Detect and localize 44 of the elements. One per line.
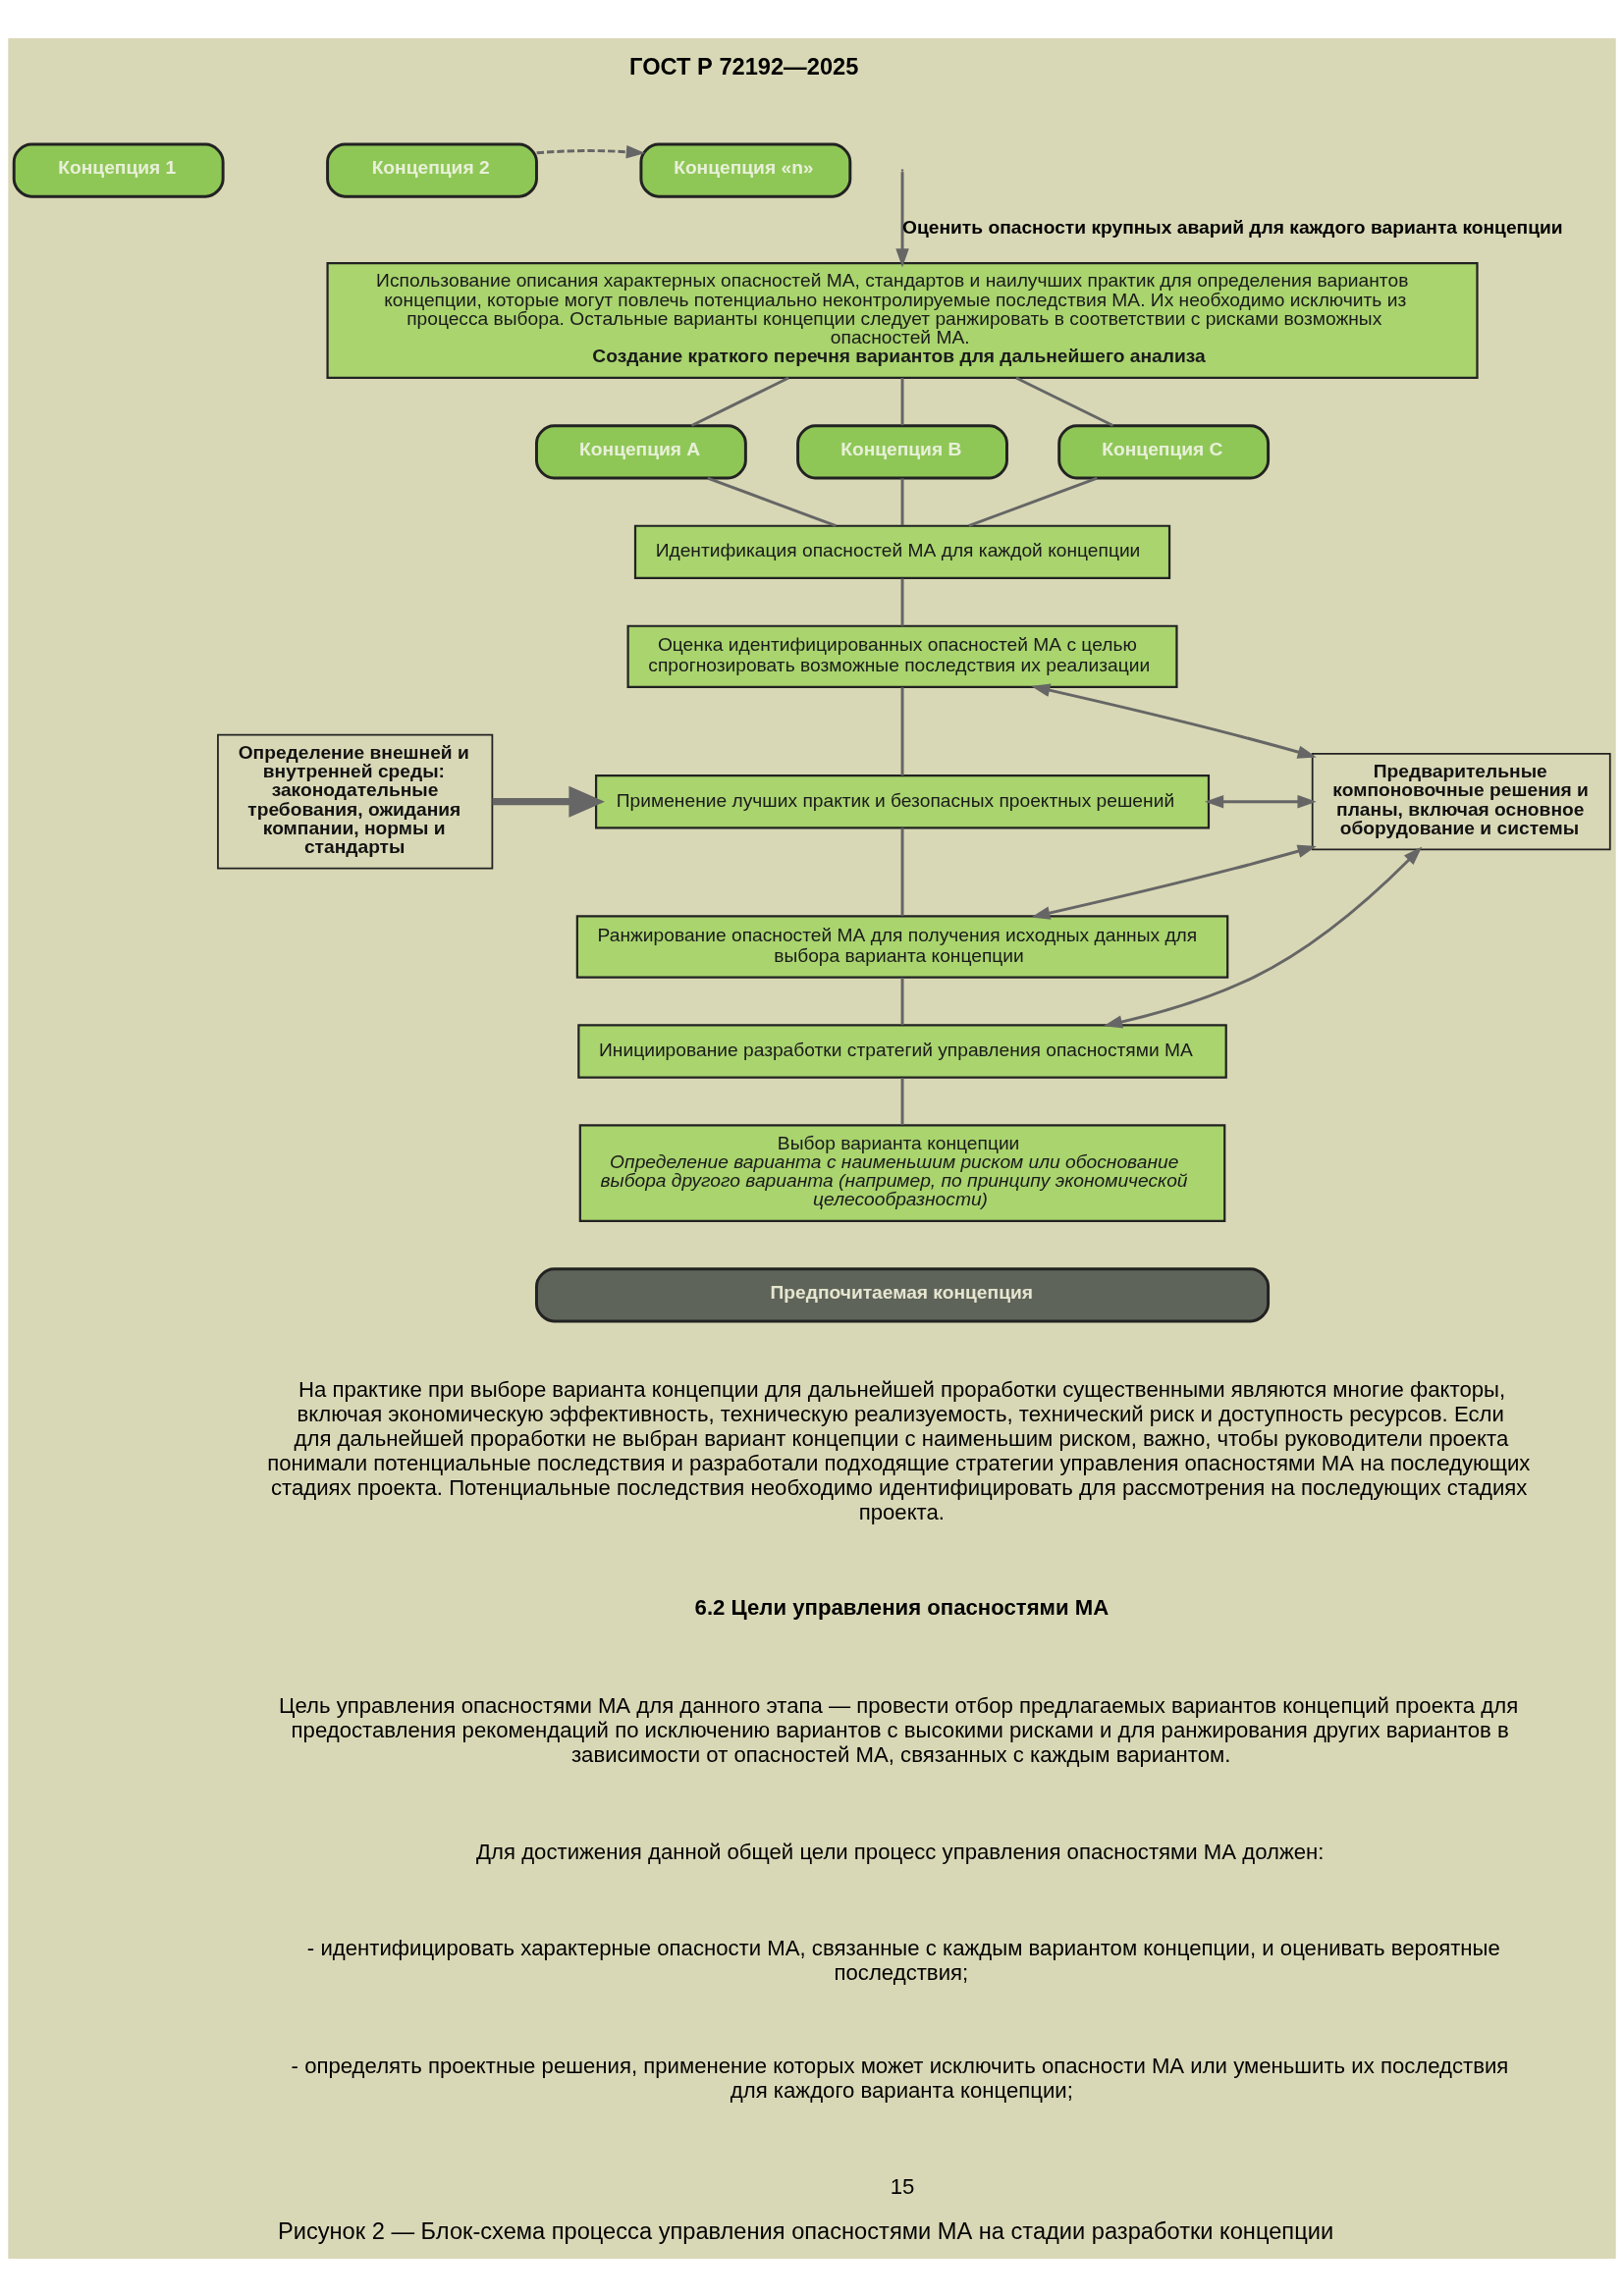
- caption: Рисунок 2 — Блок-схема процесса управления опасностями МА на стадии разработки концепции: [277, 2217, 1334, 2244]
- node-box: Концепция С: [1057, 423, 1271, 479]
- connector: [900, 377, 904, 425]
- connector: [900, 477, 904, 525]
- node-box: Предпочитаемая концепция: [535, 1266, 1271, 1322]
- label: 6.2 Цели управления опасностями МА: [694, 1594, 1110, 1620]
- arrow: [1031, 844, 1317, 920]
- node-box: Предварительные компоновочные решения и планы, включая основное оборудование и системы: [1311, 752, 1611, 850]
- node-box: Выбор варианта концепции Определение варианта с наименьшим риском или обоснование выбора другого варианта (например, по принципу экономической целесообразности): [578, 1123, 1226, 1222]
- node-box: Инициирование разработки стратегий управления опасностями МА: [577, 1023, 1227, 1079]
- edge-label: Оценить опасности крупных аварий для каждого варианта концепции: [902, 216, 1563, 238]
- connector: [900, 686, 904, 775]
- label: Для достижения данной общей цели процесс управления опасностями МА должен:: [476, 1839, 1325, 1864]
- connector: [1015, 376, 1114, 427]
- arrow: [492, 785, 605, 818]
- node-box: Идентификация опасностей МА для каждой концепции: [633, 524, 1171, 579]
- arrow: [536, 144, 646, 158]
- arrow: [1103, 845, 1423, 1029]
- connector: [900, 977, 904, 1025]
- arrow: [1031, 683, 1317, 759]
- connector: [900, 1077, 904, 1125]
- connector: [900, 577, 904, 626]
- arrow: [895, 171, 909, 268]
- label: 15: [890, 2173, 915, 2199]
- node-box: Концепция В: [796, 423, 1008, 479]
- label: На практике при выборе варианта концепции для дальнейшей проработки существенными являются многие факторы, включая экономическую эффективность, техническую реализуемость, технический риск и доступность ресурсов. Если для дальнейшей проработки не выбран вариант концепции с наименьшим риском, важно, чтобы руководители проекта понимали потенциальные последствия и разработали подходящие стратегии управления опасностями МА на последующих стадиях проекта. Потенциальные последствия необходимо идентифицировать для рассмотрения на последующих стадиях проекта.: [267, 1376, 1531, 1524]
- connector: [707, 476, 837, 527]
- node-box: Оценка идентифицированных опасностей МА с целью спрогнозировать возможные последствия их реализации: [626, 624, 1178, 688]
- node-box: Определение внешней и внутренней среды: законодательные требования, ожидания компании, нормы и стандарты: [217, 733, 494, 870]
- label: - идентифицировать характерные опасности МА, связанные с каждым вариантом концепции, и оценивать вероятные последствия;: [306, 1935, 1500, 1985]
- connector: [968, 476, 1098, 527]
- node-box: Концепция 1: [12, 141, 225, 198]
- label: Цель управления опасностями МА для данного этапа — провести отбор предлагаемых вариантов концепций проекта для предоставления рекомендаций по исключению вариантов с высокими рисками и для ранжирования других вариантов в зависимости от опасностей МА, связанных с каждым вариантом.: [279, 1692, 1519, 1767]
- label: ГОСТ Р 72192—2025: [629, 53, 859, 80]
- node-box: Использование описания характерных опасностей МА, стандартов и наилучших практик для определения вариантов концепции, которые могут повлечь потенциально неконтролируемые последствия МА. Их необходимо исключить из процесса выбора. Остальные варианты концепции следует ранжировать в соответствии с рисками возможных опасностей МА. Создание краткого перечня вариантов для дальнейшего анализа: [326, 261, 1479, 379]
- node-box: Концепция «n»: [639, 141, 852, 198]
- node-box: Ранжирование опасностей МА для получения исходных данных для выбора варианта концепции: [575, 914, 1229, 979]
- node-box: Применение лучших практик и безопасных проектных решений: [594, 774, 1211, 828]
- label: - определять проектные решения, применение которых может исключить опасности МА или уменьшить их последствия для каждого варианта концепции;: [291, 2053, 1509, 2103]
- connector: [900, 827, 904, 916]
- connector: [690, 376, 789, 427]
- node-box: Концепция 2: [326, 141, 538, 198]
- arrow: [1204, 794, 1317, 808]
- node-box: Концепция А: [535, 423, 747, 479]
